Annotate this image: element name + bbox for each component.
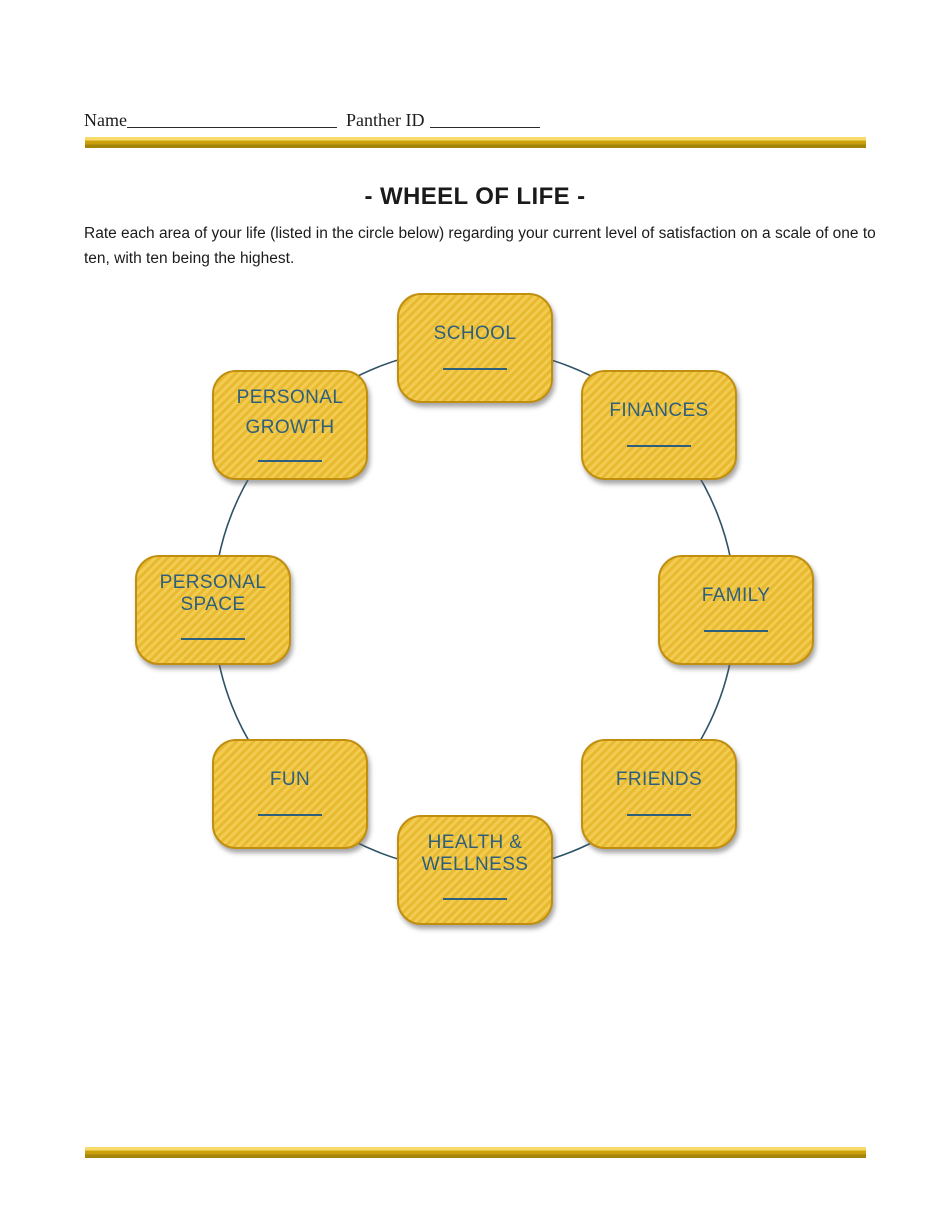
gold-rule-bottom <box>85 1147 866 1158</box>
gold-rule-top <box>85 137 866 148</box>
panther-id-label: Panther ID <box>345 110 425 130</box>
node-label: FUN <box>269 769 311 790</box>
rating-line-school[interactable] <box>443 368 507 370</box>
rating-line-fun[interactable] <box>258 814 322 816</box>
rating-line-personal-growth[interactable] <box>258 460 322 462</box>
rating-line-health-wellness[interactable] <box>443 898 507 900</box>
wheel-node-school: SCHOOL <box>397 293 553 403</box>
panther-id-field[interactable] <box>430 109 541 128</box>
header-fields-row: Name Panther ID <box>84 109 541 131</box>
wheel-node-personal-growth: PERSONAL GROWTH <box>212 370 368 480</box>
rating-line-friends[interactable] <box>627 814 691 816</box>
wheel-node-health-wellness: HEALTH & WELLNESS <box>397 815 553 925</box>
wheel-node-personal-space: PERSONAL SPACE <box>135 555 291 665</box>
node-label: PERSONAL GROWTH <box>236 387 344 438</box>
node-label: HEALTH & WELLNESS <box>421 832 529 875</box>
wheel-node-family: FAMILY <box>658 555 814 665</box>
wheel-node-friends: FRIENDS <box>581 739 737 849</box>
rating-line-personal-space[interactable] <box>181 638 245 640</box>
instructions-text: Rate each area of your life (listed in t… <box>84 225 876 267</box>
node-label: PERSONAL SPACE <box>159 572 267 615</box>
node-label: SCHOOL <box>433 323 517 344</box>
rating-line-family[interactable] <box>704 630 768 632</box>
rating-line-finances[interactable] <box>627 445 691 447</box>
name-label: Name <box>84 110 127 130</box>
wheel-node-fun: FUN <box>212 739 368 849</box>
node-label: FINANCES <box>609 400 709 421</box>
node-label: FRIENDS <box>615 769 703 790</box>
wheel-node-finances: FINANCES <box>581 370 737 480</box>
name-field[interactable] <box>126 109 337 128</box>
page-title: - WHEEL OF LIFE - <box>364 183 586 210</box>
node-label: FAMILY <box>701 585 771 606</box>
